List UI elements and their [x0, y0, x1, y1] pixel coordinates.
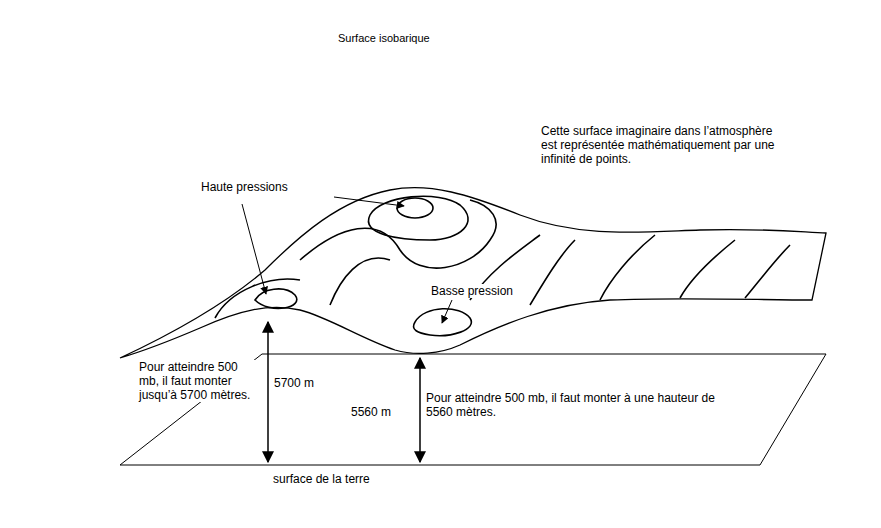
dimension-label: 5560 m — [350, 405, 392, 419]
isobaric-surface — [120, 188, 826, 358]
contour-lines — [215, 196, 790, 335]
ground-label: surface de la terre — [272, 472, 371, 486]
note-text: Cette surface imaginaire dans l’atmosphè… — [540, 124, 778, 166]
low-pressure-label: Basse pression — [430, 284, 514, 298]
height-note: Pour atteindre 500 mb, il faut monter ju… — [138, 360, 260, 402]
height-arrows — [268, 322, 420, 462]
dimension-label: 5700 m — [273, 376, 315, 390]
diagram-title: Surface isobarique — [338, 32, 430, 45]
leader-arrows — [242, 197, 452, 323]
high-pressure-label: Haute pressions — [200, 180, 289, 194]
earth-plane — [120, 354, 826, 465]
height-note: Pour atteindre 500 mb, il faut monter à … — [425, 391, 727, 419]
